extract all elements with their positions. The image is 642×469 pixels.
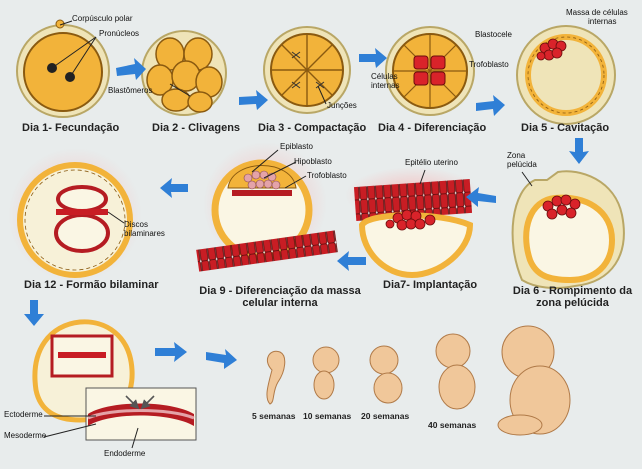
arrow-1-2 [116, 58, 146, 80]
day9-title-line1: Dia 9 - Diferenciação da massa [199, 285, 361, 297]
label-celulas-line1: Células [371, 72, 398, 81]
arrow-4-5 [476, 95, 505, 116]
label-hipoblasto: Hipoblasto [294, 157, 332, 166]
flow-arrows [24, 48, 589, 369]
label-massa-celulas: Massa de células internas [566, 8, 628, 26]
label-discos-line1: Discos [124, 220, 149, 229]
arrow-to-fetus-2 [206, 349, 237, 369]
label-mesoderme: Mesoderme [4, 431, 47, 440]
fetus-40-weeks-small [435, 333, 476, 410]
label-zona-line1: Zona [507, 151, 526, 160]
arrow-to-fetus-1 [155, 342, 187, 362]
day6-hatching [511, 170, 625, 289]
label-corpusculo-polar: Corpúsculo polar [72, 14, 133, 23]
day5-title: Dia 5 - Cavitação [521, 122, 610, 134]
day4-title: Dia 4 - Diferenciação [378, 122, 487, 134]
arrow-7-9 [337, 251, 366, 271]
day12-bilaminar [8, 148, 142, 282]
day6-title: Dia 6 - Rompimento da zona pelúcida [505, 285, 640, 309]
arrow-6-7 [466, 187, 496, 207]
fetus-5-weeks [266, 350, 286, 405]
day7-title: Dia7- Implantação [383, 279, 478, 291]
fetus-full-term [497, 325, 571, 436]
week-10-label: 10 semanas [303, 411, 352, 421]
day6-title-line2: zona pelúcida [536, 297, 609, 309]
label-trofoblasto: Trofoblasto [469, 60, 509, 69]
day4-differentiation [385, 26, 475, 116]
label-blastomeros: Blastômeros [108, 86, 153, 95]
day2-title: Dia 2 - Clivagens [152, 122, 241, 134]
trilaminar-embryo [32, 319, 197, 449]
day12-title: Dia 12 - Formão bilaminar [24, 279, 159, 291]
arrow-5-6 [569, 138, 589, 164]
day6-title-line1: Dia 6 - Rompimento da [512, 285, 633, 297]
fetus-10-weeks [312, 346, 340, 400]
week-5-label: 5 semanas [252, 411, 296, 421]
label-pronucleos: Pronúcleos [99, 29, 140, 38]
label-trofoblasto-day9: Trofoblasto [307, 171, 347, 180]
day9-title-line2: celular interna [242, 297, 318, 309]
fetus-20-weeks [369, 345, 403, 404]
label-epitelio-uterino: Epitélio uterino [405, 158, 458, 167]
day3-title: Dia 3 - Compactação [258, 122, 367, 134]
day7-implantation [345, 167, 481, 279]
arrow-2-3 [239, 90, 268, 110]
label-juncoes: Junções [327, 101, 357, 110]
arrow-9-12 [160, 178, 188, 198]
label-celulas-internas: Células internas [371, 72, 399, 90]
day9-title: Dia 9 - Diferenciação da massa celular i… [190, 285, 370, 309]
day3-compaction [263, 26, 351, 114]
label-ectoderme: Ectoderme [4, 410, 43, 419]
label-discos-bilaminares: Discos bilaminares [124, 220, 165, 238]
label-zona-line2: pelúcida [507, 160, 537, 169]
day1-zygote [16, 19, 110, 118]
label-zona-pelucida: Zona pelúcida [507, 151, 537, 169]
day2-cleavage [141, 30, 227, 116]
arrow-3-4 [359, 48, 387, 68]
week-20-label: 20 semanas [361, 411, 410, 421]
label-endoderme: Endoderme [104, 449, 146, 458]
day5-cavitation [516, 25, 616, 125]
label-blastocele: Blastocele [475, 30, 512, 39]
label-massa-line2: internas [588, 17, 617, 26]
label-celulas-line2: internas [371, 81, 400, 90]
label-discos-line2: bilaminares [124, 229, 165, 238]
day9-inner-mass-differentiation [196, 142, 338, 272]
arrow-12-down [24, 300, 44, 326]
label-epiblasto: Epiblasto [280, 142, 313, 151]
week-40-label: 40 semanas [428, 420, 477, 430]
day1-title: Dia 1- Fecundação [22, 122, 120, 134]
label-massa-line1: Massa de células [566, 8, 628, 17]
